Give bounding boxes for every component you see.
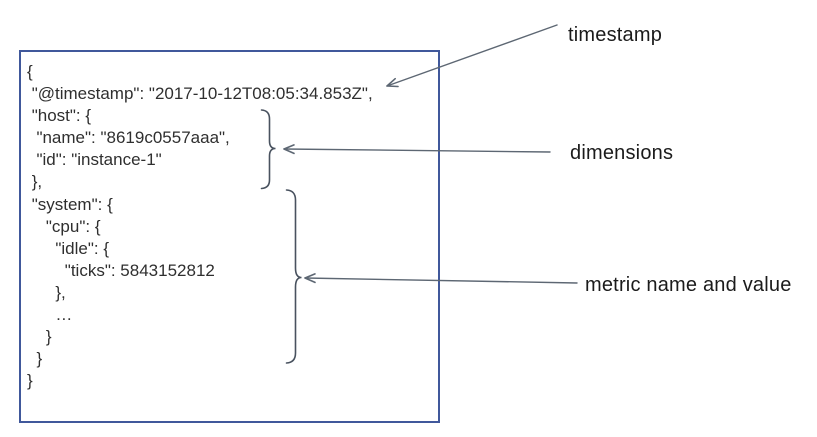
json-code-line: } [27,327,52,347]
json-code-block: { "@timestamp": "2017-10-12T08:05:34.853… [27,61,373,392]
json-code-line: }, [27,172,43,192]
json-code-line: } [27,349,43,369]
json-code-line-idle: "idle": { [27,238,109,258]
json-code-line-host-name: "name": "8619c0557aaa", [27,128,230,148]
json-code-line-cpu: "cpu": { [27,216,101,236]
json-code-line-host-id: "id": "instance-1" [27,150,162,170]
json-code-line-ticks: "ticks": 5843152812 [27,260,215,280]
json-code-line-ellipsis: … [27,305,73,325]
timestamp-label: timestamp [568,24,663,46]
json-document-box [19,50,440,423]
metric-name-and-value-label: metric name and value [585,274,792,296]
json-code-line-timestamp: "@timestamp": "2017-10-12T08:05:34.853Z"… [27,84,373,104]
json-code-line: } [27,371,33,391]
json-code-line: }, [27,282,66,302]
json-code-line: { [27,62,33,81]
json-code-line-host: "host": { [27,106,92,126]
dimensions-label: dimensions [570,142,674,164]
json-code-line-system: "system": { [27,194,113,214]
